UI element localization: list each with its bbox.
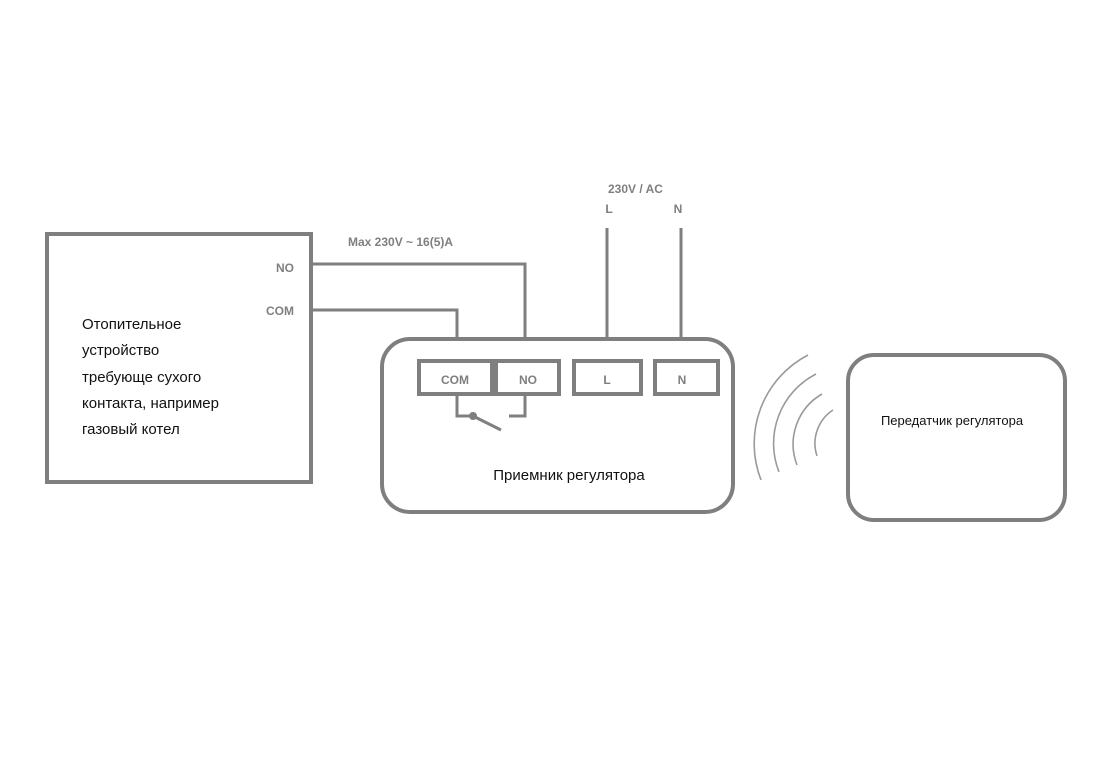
heating-device-terminal-no: NO <box>276 261 294 275</box>
heating-device-box <box>45 232 313 484</box>
heating-device-line-2: устройство <box>82 342 159 359</box>
receiver-terminal-l-box <box>572 359 643 396</box>
receiver-terminal-no: NO <box>519 373 537 387</box>
receiver-terminal-l: L <box>603 373 610 387</box>
wire-no <box>311 262 527 361</box>
relay-com-lead <box>455 396 473 418</box>
relay-switch-icon <box>455 396 527 432</box>
wireless-arc-3 <box>772 373 817 473</box>
heating-device-terminal-com: COM <box>266 304 294 318</box>
heating-device-line-1: Отопительное <box>82 316 181 333</box>
power-supply-line-label: L <box>605 202 612 216</box>
power-supply-neutral-label: N <box>674 202 683 216</box>
heating-device-line-4: контакта, например <box>82 395 219 412</box>
receiver: COM NO L N Приемник регулятора <box>380 337 735 514</box>
relay-contact-arm <box>472 414 502 432</box>
receiver-terminal-com-box <box>417 359 494 396</box>
receiver-title: Приемник регулятора <box>493 467 645 484</box>
receiver-terminal-n: N <box>678 373 687 387</box>
wireless-arc-1 <box>814 409 834 457</box>
receiver-terminal-n-box <box>653 359 720 396</box>
transmitter: Передатчик регулятора <box>846 353 1067 522</box>
power-supply-label: 230V / AC <box>608 182 663 196</box>
wireless-arc-4 <box>753 354 809 481</box>
receiver-terminal-com: COM <box>441 373 469 387</box>
receiver-terminal-no-box <box>494 359 561 396</box>
relay-no-lead <box>509 396 527 418</box>
wireless-signal-icon <box>753 354 834 481</box>
heating-device-line-5: газовый котел <box>82 421 180 438</box>
relay-rating-label: Max 230V ~ 16(5)A <box>348 235 453 249</box>
heating-device-line-3: требующе сухого <box>82 369 201 386</box>
wireless-arc-2 <box>792 393 823 466</box>
transmitter-box <box>846 353 1067 522</box>
transmitter-title: Передатчик регулятора <box>881 413 1024 428</box>
power-supply: 230V / AC L N <box>605 182 683 361</box>
heating-device: Отопительное устройство требующе сухого … <box>45 232 313 484</box>
